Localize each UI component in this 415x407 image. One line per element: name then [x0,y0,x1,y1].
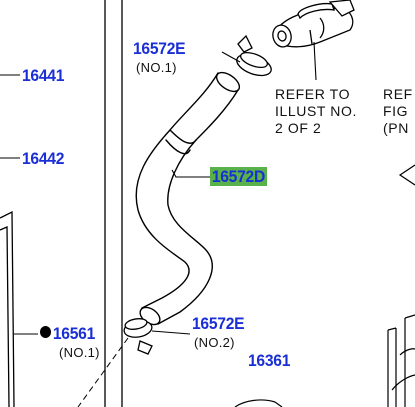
bullet-dot-icon [40,326,52,338]
part-number-16441[interactable]: 16441 [22,66,65,85]
refer-fig-line2: FIG [383,103,409,119]
hose-drawing [135,71,241,326]
dashed-guide [77,337,129,407]
part-number-16572e-no2[interactable]: 16572E [192,314,245,333]
part-number-16572e-no1[interactable]: 16572E [133,39,186,58]
bottom-partial-drawing [234,399,283,407]
drain-cock-part-no: 16561 [52,324,95,343]
upper-clamp-drawing [236,34,272,77]
highlighted-part-number: 16572D [210,167,267,186]
refer-illust-line1: REFER TO [275,86,351,102]
refer-illust-note: REFER TO ILLUST NO. 2 OF 2 [275,86,357,137]
refer-fig-note: REF FIG (PN [383,86,413,137]
refer-fig-line1: REF [383,86,413,102]
refer-illust-line2: ILLUST NO. [275,103,357,119]
part-number-16572d[interactable]: 16572D [210,167,267,186]
part-number-16361[interactable]: 16361 [248,351,291,370]
clamp-no2-note: (NO.2) [194,335,235,350]
drain-cock-note: (NO.1) [59,345,100,360]
right-partial-drawing [387,164,415,407]
leader-lines-left [0,74,38,335]
part-number-16442[interactable]: 16442 [22,149,65,168]
housing-drawing [272,0,355,48]
leader-lines [151,41,317,335]
part-number-16561[interactable]: 16561 [40,325,95,342]
refer-fig-line3: (PN [383,120,409,136]
lower-clamp-drawing [123,318,153,355]
clamp-no1-note: (NO.1) [136,60,177,75]
radiator-edge [0,210,15,407]
refer-illust-line3: 2 OF 2 [275,120,322,136]
